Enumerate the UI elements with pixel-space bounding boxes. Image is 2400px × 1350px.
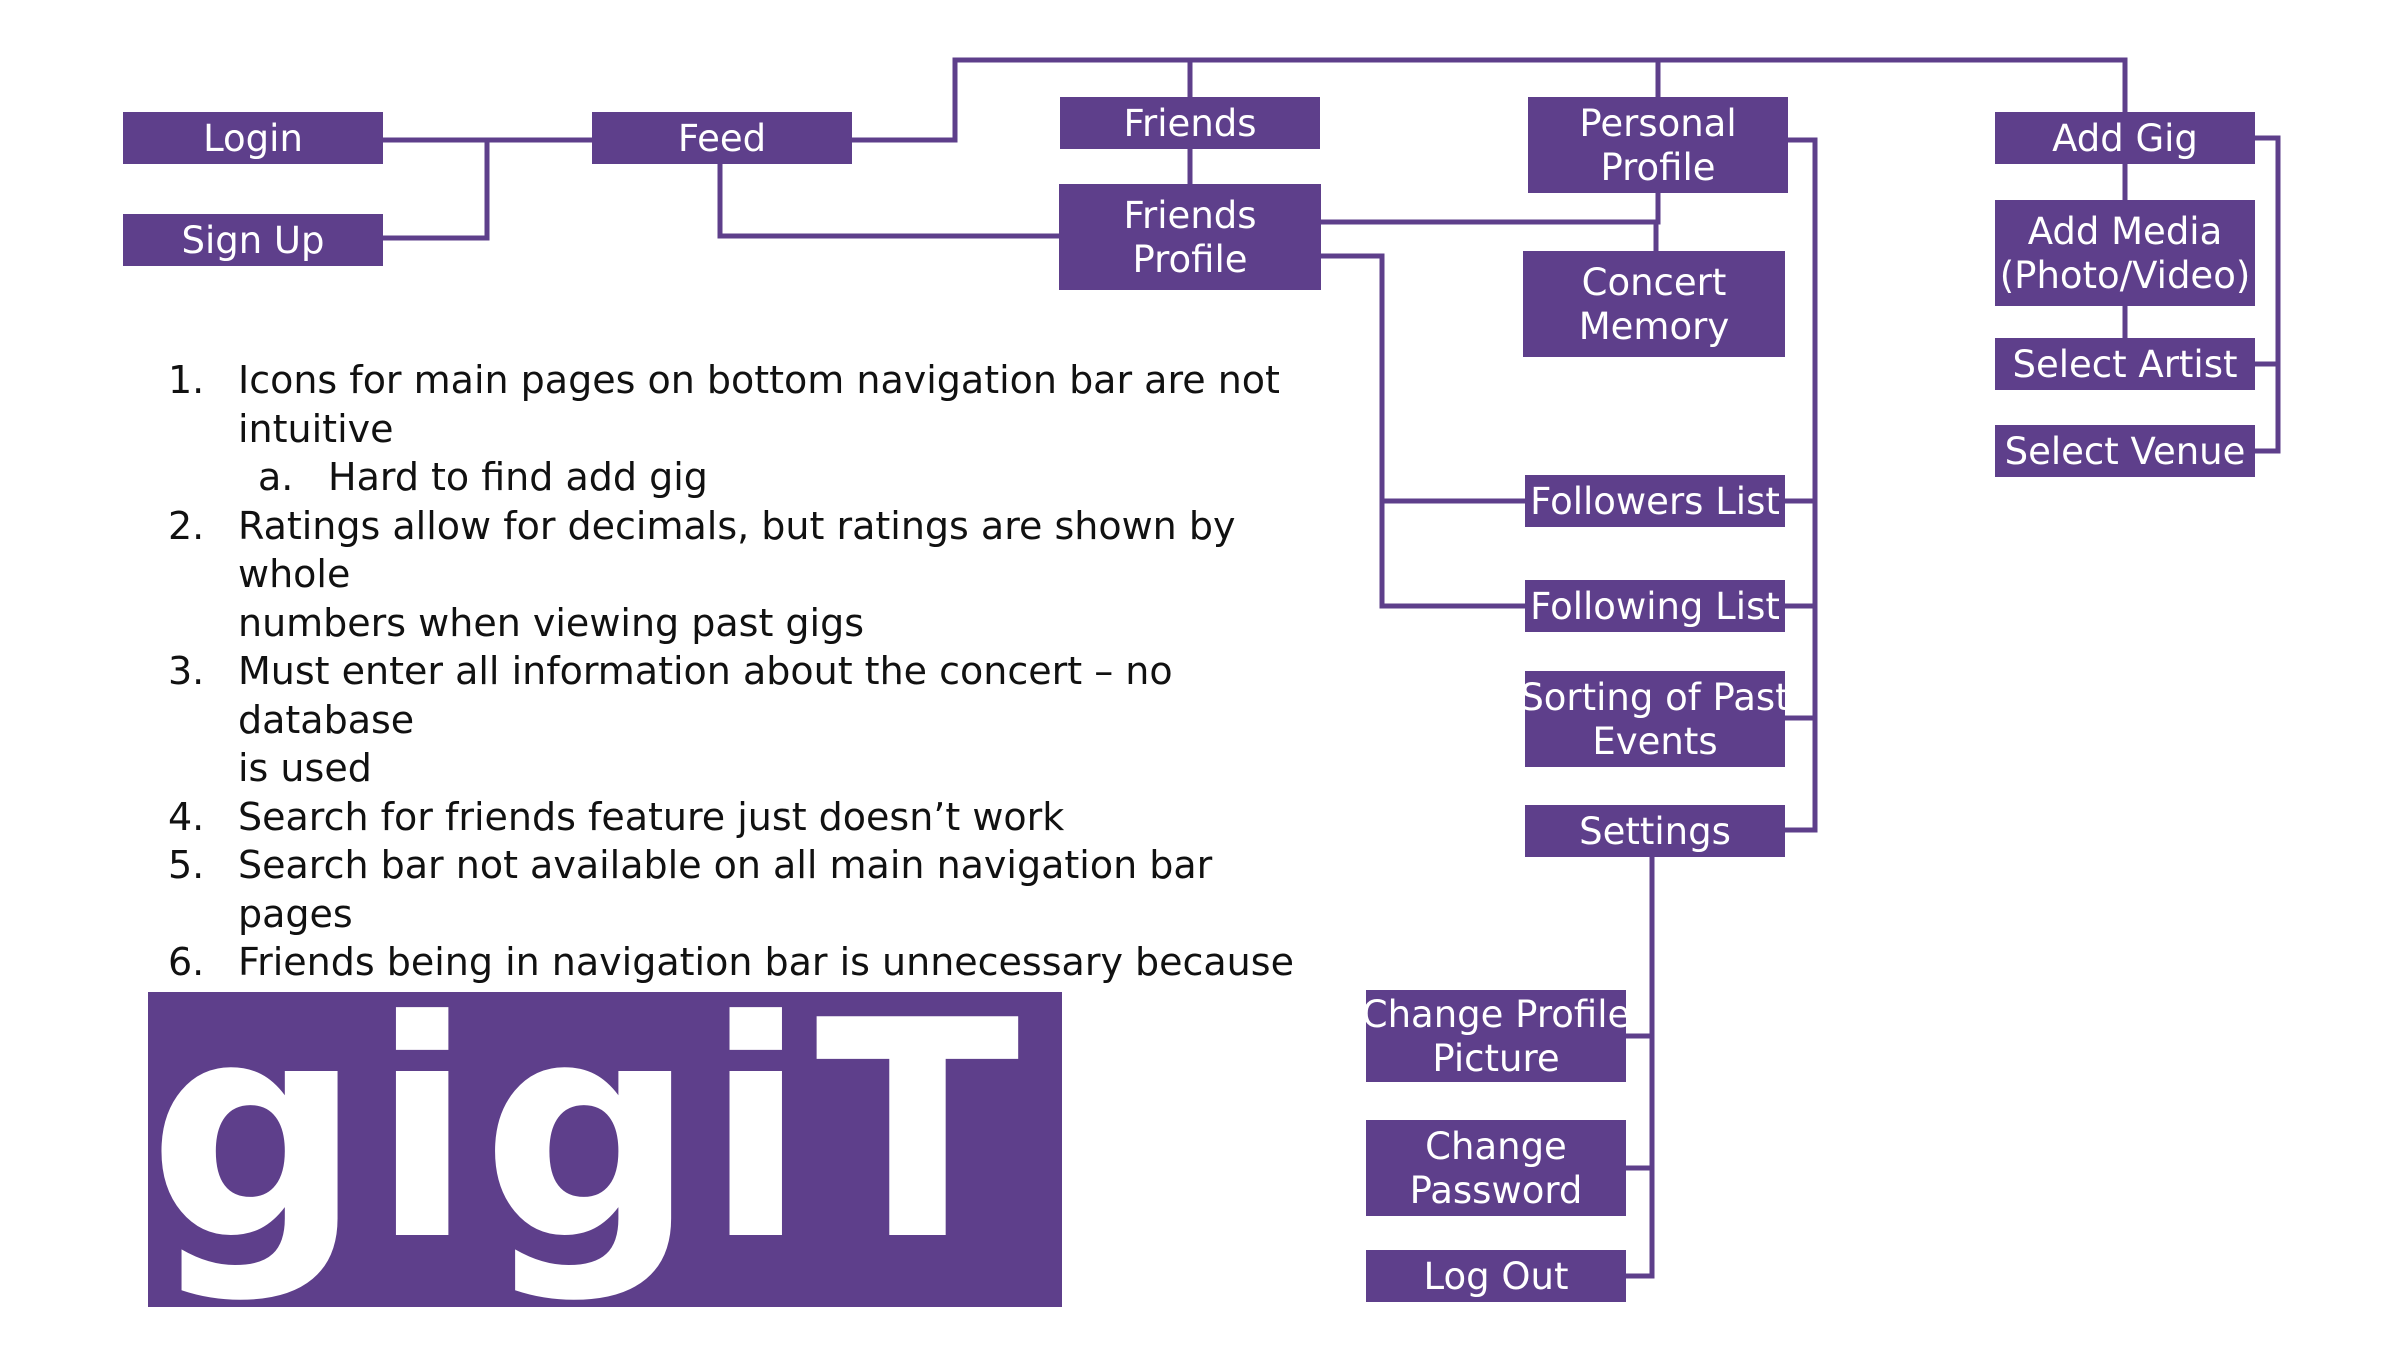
node-box — [1525, 805, 1785, 857]
node-label: Profile — [1600, 146, 1715, 189]
node-followers-list: Followers List — [1525, 475, 1785, 527]
node-box — [1995, 338, 2255, 390]
issue-text-line: Search for friends feature just doesn’t … — [238, 794, 1065, 839]
node-box — [1525, 475, 1785, 527]
node-box — [592, 112, 852, 164]
node-box — [1059, 184, 1321, 290]
node-label: Login — [203, 117, 303, 160]
node-label: Sign Up — [181, 219, 324, 262]
issue-text-line: numbers when viewing past gigs — [238, 600, 865, 645]
node-label: Events — [1592, 720, 1717, 763]
gigit-logo: gigiT! — [148, 992, 1062, 1307]
node-label: Add Gig — [2052, 117, 2198, 160]
node-label: Followers List — [1530, 480, 1780, 523]
node-label: Change Profile — [1362, 993, 1630, 1036]
node-box — [1995, 112, 2255, 164]
issue-item: 4. Search for friends feature just doesn’… — [168, 793, 1338, 842]
node-box — [123, 214, 383, 266]
node-label: Following List — [1530, 585, 1780, 628]
node-signup: Sign Up — [123, 214, 383, 266]
node-following-list: Following List — [1525, 580, 1785, 632]
node-add-media: Add Media(Photo/Video) — [1995, 200, 2255, 306]
node-label: Settings — [1579, 810, 1731, 853]
node-feed: Feed — [592, 112, 852, 164]
issue-number: 5. — [168, 843, 205, 887]
node-box — [1525, 580, 1785, 632]
node-label: Friends — [1123, 102, 1256, 145]
node-add-gig: Add Gig — [1995, 112, 2255, 164]
issue-item: 3. Must enter all information about the c… — [168, 647, 1338, 793]
issue-text-line: Ratings allow for decimals, but ratings … — [238, 503, 1236, 597]
connector-line — [717, 161, 1062, 239]
node-label: Sorting of Past — [1520, 676, 1789, 719]
issue-subitem-text: Hard to find add gig — [328, 455, 708, 499]
issue-item: 1. Icons for main pages on bottom navigat… — [168, 356, 1338, 453]
node-label: Change — [1425, 1125, 1567, 1168]
node-label: Add Media — [2028, 210, 2223, 253]
node-box — [1366, 1250, 1626, 1302]
node-label: Password — [1410, 1169, 1583, 1212]
issue-text-line: intuitive — [238, 406, 394, 451]
issue-number: 4. — [168, 794, 205, 839]
node-box — [1523, 251, 1785, 357]
node-box — [123, 112, 383, 164]
node-box — [1525, 671, 1785, 767]
issue-item: 5. Search bar not available on all main n… — [168, 841, 1338, 938]
issue-number: 1. — [168, 358, 205, 402]
connector-line — [1318, 253, 1528, 609]
node-login: Login — [123, 112, 383, 164]
issue-number: 6. — [168, 940, 205, 984]
issue-item: 2. Ratings allow for decimals, but rating… — [168, 502, 1338, 648]
issue-text-line: Must enter all information about the con… — [238, 649, 1173, 742]
node-label: (Photo/Video) — [2000, 254, 2251, 297]
connector-line — [1623, 854, 1655, 1279]
node-friends: Friends — [1060, 97, 1320, 149]
issue-number: 3. — [168, 649, 205, 693]
node-label: Concert — [1582, 261, 1727, 304]
node-label: Picture — [1432, 1037, 1559, 1080]
node-label: Profile — [1132, 238, 1247, 281]
node-box — [1366, 990, 1626, 1082]
node-settings: Settings — [1525, 805, 1785, 857]
node-select-venue: Select Venue — [1995, 425, 2255, 477]
node-label: Feed — [678, 117, 766, 160]
node-box — [1995, 200, 2255, 306]
issue-text-line: Icons for main pages on bottom navigatio… — [238, 358, 1280, 402]
connector-line — [380, 137, 490, 241]
node-label: Personal — [1579, 102, 1736, 145]
node-box — [1366, 1120, 1626, 1216]
node-label: Select Venue — [2005, 430, 2246, 473]
node-label: Memory — [1579, 305, 1729, 348]
node-box — [1528, 97, 1788, 193]
issue-text-line: Search bar not available on all main nav… — [238, 843, 1213, 936]
node-select-artist: Select Artist — [1995, 338, 2255, 390]
node-box — [1060, 97, 1320, 149]
issue-subitem: a. Hard to find add gig — [168, 453, 1338, 502]
connector-line — [849, 57, 2128, 143]
issue-number: 2. — [168, 503, 205, 548]
node-label: Select Artist — [2013, 343, 2238, 386]
node-label: Log Out — [1424, 1255, 1569, 1298]
node-label: Friends — [1123, 194, 1256, 237]
node-log-out: Log Out — [1366, 1250, 1626, 1302]
issue-subitem-letter: a. — [258, 455, 294, 499]
node-box — [1995, 425, 2255, 477]
connector-line — [1318, 219, 1659, 254]
connector-lines — [380, 57, 2281, 1279]
logo-wordmark: gigiT! — [148, 992, 1062, 1306]
issue-text-line: is used — [238, 746, 372, 790]
usability-issues-list: 1. Icons for main pages on bottom navigat… — [168, 356, 1338, 1084]
connector-line — [1782, 137, 1818, 833]
connector-line — [2252, 135, 2281, 454]
